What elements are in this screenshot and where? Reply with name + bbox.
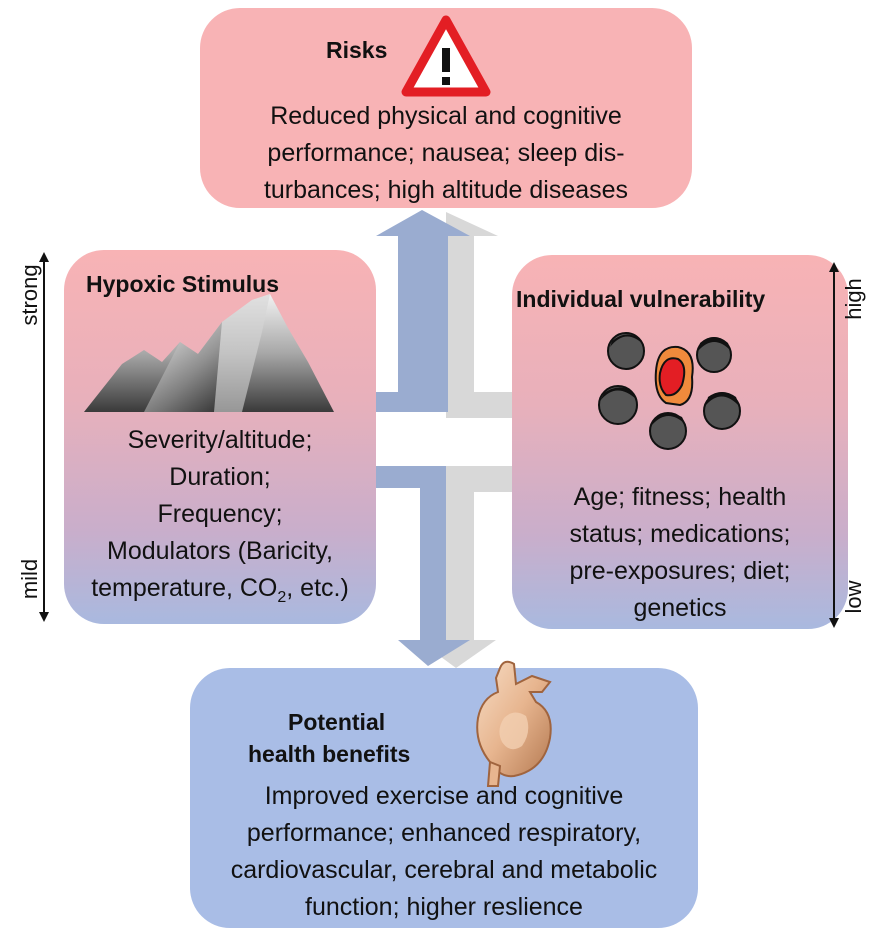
vulnerability-title: Individual vulnerability <box>516 286 766 312</box>
scale-strong-label: strong <box>17 264 42 326</box>
vulnerability-text: Age; fitness; health status; medications… <box>569 483 791 622</box>
warning-triangle-icon <box>401 15 491 97</box>
blue-up-arrow <box>376 210 470 412</box>
hypoxic-stimulus-box: Hypoxic Stimulus Severity/altitude; Dura… <box>64 250 376 624</box>
individual-vulnerability-box: Individual vulnerability Age; fitness; h… <box>512 255 848 629</box>
mountain-icon <box>84 294 334 412</box>
blue-down-arrow <box>376 466 470 666</box>
people-heads-icon <box>598 332 741 450</box>
health-benefits-box: Potential health benefits Improved exerc… <box>190 668 698 928</box>
gray-down-arrow <box>418 466 512 668</box>
scale-mild-label: mild <box>17 558 42 600</box>
risks-title: Risks <box>326 37 388 63</box>
hypoxic-text: Severity/altitude; Duration; Frequency; … <box>64 422 376 616</box>
scale-low-label: low <box>841 580 866 614</box>
hypoxic-title: Hypoxic Stimulus <box>86 271 279 297</box>
vulnerability-scale-arrow <box>829 262 839 628</box>
scale-high-label: high <box>841 278 866 320</box>
risks-text: Reduced physical and cognitive performan… <box>263 102 629 204</box>
heart-icon <box>476 660 552 787</box>
stimulus-scale-arrow <box>39 252 49 622</box>
benefits-text: Improved exercise and cognitive performa… <box>230 782 658 921</box>
risks-box: Risks Reduced physical and cognitive per… <box>200 8 692 208</box>
benefits-title-line2: health benefits <box>248 741 411 767</box>
benefits-title-line1: Potential <box>288 709 386 735</box>
hypoxic-last-line: temperature, CO2, etc.) <box>91 574 349 606</box>
gray-up-arrow <box>446 212 512 418</box>
